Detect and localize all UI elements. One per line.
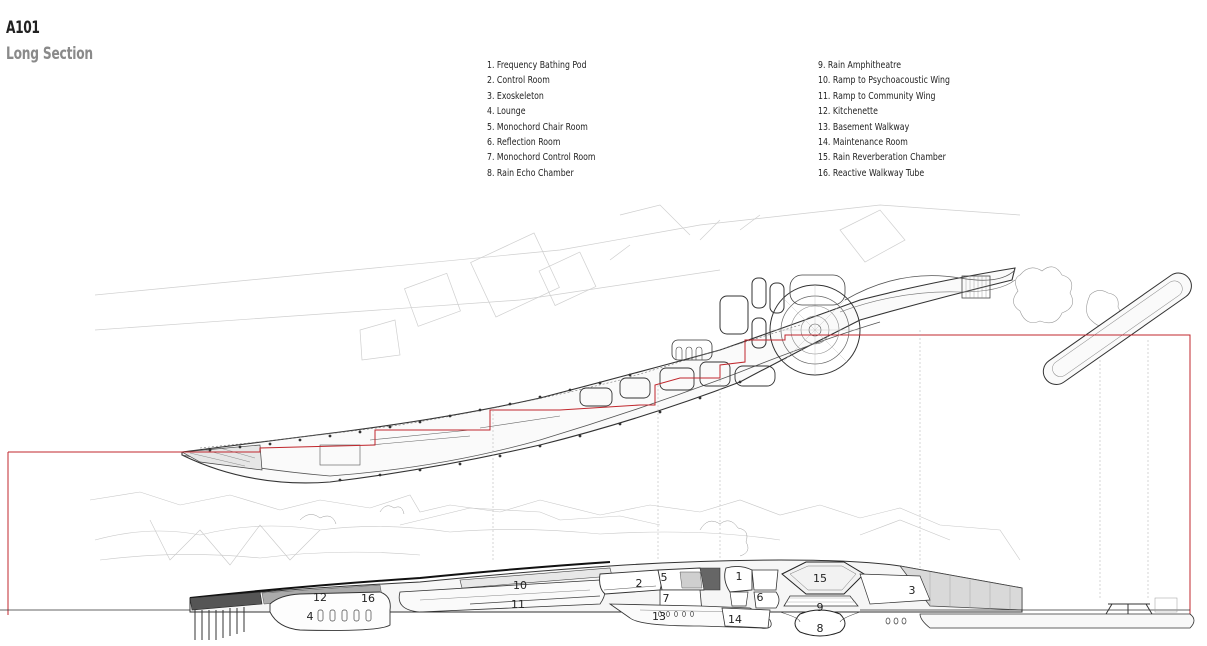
room-label-8: 8: [817, 622, 824, 635]
room-label-13: 13: [652, 610, 666, 623]
legend-item: 2. Control Room: [487, 75, 550, 87]
legend-item: 13. Basement Walkway: [818, 121, 910, 133]
legend-item: 1. Frequency Bathing Pod: [487, 60, 587, 71]
room-label-2: 2: [636, 577, 643, 590]
sheet-title: Long Section: [6, 44, 93, 64]
section-background-context: [89, 491, 1021, 566]
legend-item: 14. Maintenance Room: [818, 137, 908, 149]
legend-column-1: 1. Frequency Bathing Pod 2. Control Room…: [487, 58, 626, 181]
legend-item: 12. Kitchenette: [818, 106, 878, 118]
room-label-4: 4: [307, 610, 314, 623]
site-context: [94, 204, 1021, 361]
section-building: [0, 559, 1195, 640]
section-tree-outlines: [299, 505, 749, 557]
legend-item: 6. Reflection Room: [487, 137, 561, 149]
room-label-1: 1: [736, 570, 743, 583]
room-label-12: 12: [313, 591, 327, 604]
legend-item: 8. Rain Echo Chamber: [487, 167, 574, 179]
room-label-5: 5: [661, 571, 668, 584]
room-label-3: 3: [909, 584, 916, 597]
room-label-15: 15: [813, 572, 827, 585]
vegetation-outline: [1013, 266, 1121, 327]
room-label-9: 9: [817, 601, 824, 614]
projection-lines: [492, 330, 1149, 600]
room-label-7: 7: [663, 592, 670, 605]
sheet-number: A101: [6, 18, 40, 38]
room-label-10: 10: [513, 579, 527, 592]
room-label-14: 14: [728, 613, 742, 626]
legend-item: 16. Reactive Walkway Tube: [818, 167, 925, 179]
legend-item: 9. Rain Amphitheatre: [818, 60, 902, 71]
room-label-6: 6: [757, 591, 764, 604]
legend-item: 10. Ramp to Psychoacoustic Wing: [818, 75, 950, 87]
room-label-11: 11: [511, 598, 525, 611]
legend-item: 4. Lounge: [487, 106, 526, 118]
walkway-tube-plan: [1042, 272, 1192, 385]
legend-item: 15. Rain Reverberation Chamber: [818, 152, 946, 164]
section-room-labels: 1 2 3 4 5 6 7 8 9 10 11 12 13 14 15 16: [307, 570, 916, 635]
section-cut-line: [7, 334, 1191, 628]
legend-item: 3. Exoskeleton: [487, 90, 544, 102]
room-label-16: 16: [361, 592, 375, 605]
legend-column-2: 9. Rain Amphitheatre 10. Ramp to Psychoa…: [818, 58, 987, 181]
legend-item: 11. Ramp to Community Wing: [818, 90, 936, 102]
legend-item: 5. Monochord Chair Room: [487, 121, 588, 133]
plan-building: [180, 267, 1016, 484]
legend-item: 7. Monochord Control Room: [487, 152, 596, 164]
